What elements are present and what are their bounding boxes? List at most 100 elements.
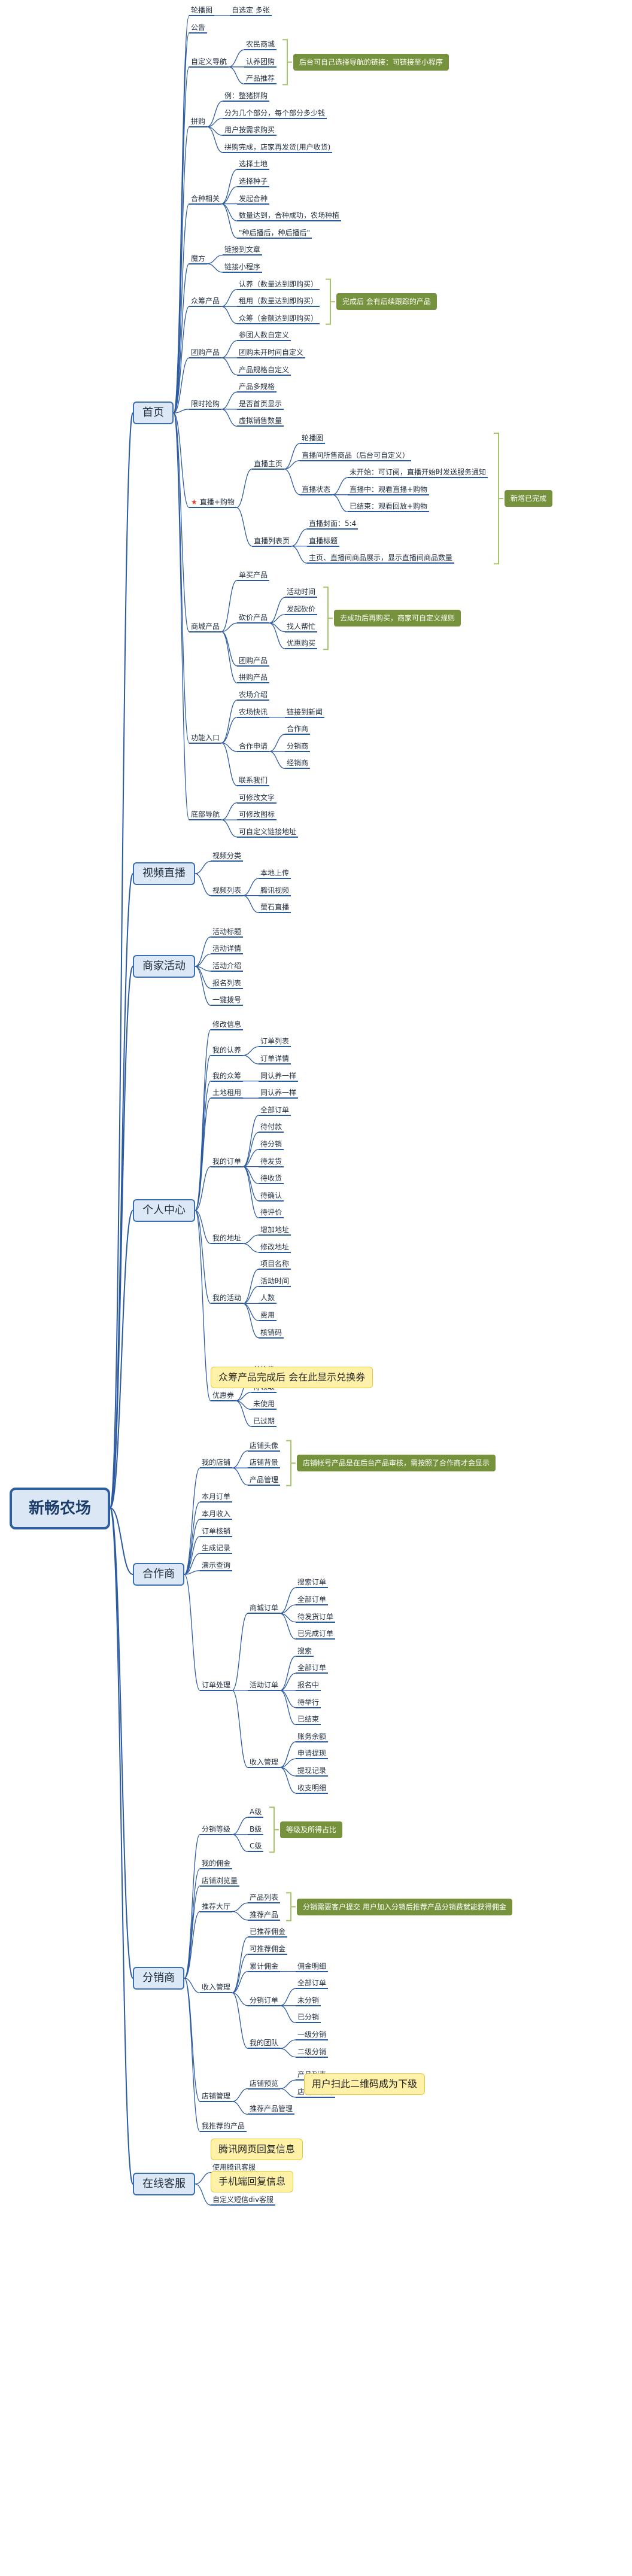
- node-h9b[interactable]: 是否首页显示: [237, 399, 284, 410]
- node-c7b1[interactable]: 搜索: [296, 1646, 314, 1657]
- node-p7c[interactable]: 人数: [259, 1293, 277, 1304]
- node-p7[interactable]: 我的活动: [211, 1293, 244, 1304]
- node-video[interactable]: 视频直播: [133, 862, 195, 885]
- node-h5d[interactable]: 数量达到，合种成功，农场种植: [237, 211, 342, 222]
- node-v2c[interactable]: 萤石直播: [259, 902, 291, 914]
- node-m3[interactable]: 活动介绍: [211, 961, 244, 972]
- node-h11b3[interactable]: 找人帮忙: [285, 622, 318, 632]
- node-c7a3[interactable]: 待发货订单: [296, 1612, 336, 1623]
- node-d5d3[interactable]: 已分销: [296, 2012, 321, 2024]
- node-p2b[interactable]: 订单详情: [259, 1054, 291, 1065]
- node-p3a[interactable]: 同认养一样: [259, 1071, 299, 1082]
- node-h12b[interactable]: 农场快讯: [237, 707, 270, 718]
- node-m1[interactable]: 活动标题: [211, 927, 244, 938]
- node-h4c[interactable]: 用户按需求购买: [223, 125, 277, 136]
- node-d4[interactable]: 推荐大厅: [200, 1902, 233, 1912]
- node-h11a[interactable]: 单买产品: [237, 570, 270, 581]
- node-h12c1[interactable]: 合作商: [285, 724, 311, 735]
- node-c7c2[interactable]: 申请提现: [296, 1748, 329, 1760]
- node-h10a2[interactable]: 直播间所售商品（后台可自定义）: [300, 451, 412, 461]
- node-d1c[interactable]: C级: [248, 1841, 264, 1853]
- node-v2a[interactable]: 本地上传: [259, 868, 291, 879]
- node-d5e[interactable]: 我的团队: [248, 2038, 281, 2049]
- node-p5d[interactable]: 待发货: [259, 1157, 284, 1167]
- node-h2[interactable]: 公告: [189, 23, 208, 34]
- root-node[interactable]: 新畅农场: [10, 1488, 111, 1529]
- node-d5b[interactable]: 可推荐佣金: [248, 1944, 288, 1955]
- node-p5a[interactable]: 全部订单: [259, 1105, 291, 1116]
- node-p8c[interactable]: 未使用: [251, 1399, 277, 1410]
- node-h11d[interactable]: 拼购产品: [237, 673, 270, 684]
- node-d5a[interactable]: 已推荐佣金: [248, 1927, 288, 1938]
- node-h10a[interactable]: 直播主页: [252, 459, 285, 470]
- node-h12b1[interactable]: 链接到新闻: [285, 707, 325, 718]
- node-d5c1[interactable]: 佣金明细: [296, 1961, 329, 1972]
- node-h9[interactable]: 限时抢购: [189, 399, 222, 410]
- node-h5c[interactable]: 发起合种: [237, 194, 270, 205]
- node-h9a[interactable]: 产品多规格: [237, 382, 277, 393]
- node-m2[interactable]: 活动详情: [211, 944, 244, 955]
- node-h6b[interactable]: 链接小程序: [223, 262, 263, 273]
- node-c1b[interactable]: 店铺背景: [248, 1458, 281, 1469]
- node-c7a2[interactable]: 全部订单: [296, 1595, 329, 1605]
- node-d1[interactable]: 分销等级: [200, 1824, 233, 1835]
- node-p1[interactable]: 修改信息: [211, 1020, 244, 1030]
- node-d6b[interactable]: 推荐产品管理: [248, 2104, 295, 2115]
- node-s2[interactable]: 自定义短信div客服: [211, 2195, 276, 2206]
- node-h11c[interactable]: 团购产品: [237, 656, 270, 667]
- node-home[interactable]: 首页: [133, 402, 174, 425]
- node-c7b5[interactable]: 已结束: [296, 1714, 321, 1726]
- node-h11b[interactable]: 砍价产品: [237, 613, 270, 624]
- node-p4[interactable]: 土地租用: [211, 1088, 244, 1099]
- node-h12d[interactable]: 联系我们: [237, 775, 270, 786]
- node-h10b2[interactable]: 直播标题: [307, 536, 340, 547]
- node-h12c3[interactable]: 经销商: [285, 758, 311, 770]
- node-d2[interactable]: 我的佣金: [200, 1859, 233, 1869]
- node-h10a3c[interactable]: 已结束：观看回放+购物: [348, 501, 430, 513]
- node-h8[interactable]: 团购产品: [189, 348, 222, 358]
- node-d4b[interactable]: 推荐产品: [248, 1910, 281, 1921]
- node-p3[interactable]: 我的众筹: [211, 1071, 244, 1082]
- node-dist[interactable]: 分销商: [133, 1966, 184, 1990]
- node-h13b[interactable]: 可修改图标: [237, 810, 277, 821]
- node-h4[interactable]: 拼购: [189, 117, 208, 127]
- node-c1c[interactable]: 产品管理: [248, 1475, 281, 1486]
- node-c7a4[interactable]: 已完成订单: [296, 1629, 336, 1640]
- node-h10[interactable]: ★直播+购物: [189, 497, 236, 509]
- node-p5[interactable]: 我的订单: [211, 1157, 244, 1167]
- node-d5d[interactable]: 分销订单: [248, 1996, 281, 2006]
- node-d5[interactable]: 收入管理: [200, 1982, 233, 1994]
- node-p7b[interactable]: 活动时间: [259, 1276, 291, 1287]
- node-h4d[interactable]: 拼购完成，店家再发货(用户收货): [223, 142, 333, 153]
- node-h3a[interactable]: 农民商城: [244, 39, 277, 51]
- node-d4a[interactable]: 产品列表: [248, 1893, 281, 1904]
- node-h3c[interactable]: 产品推荐: [244, 74, 277, 85]
- node-h9c[interactable]: 虚拟销售数量: [237, 416, 284, 427]
- node-c7c3[interactable]: 提现记录: [296, 1766, 329, 1777]
- node-c7a[interactable]: 商城订单: [248, 1603, 281, 1614]
- node-d5d2[interactable]: 未分销: [296, 1996, 321, 2006]
- node-h3[interactable]: 自定义导航: [189, 57, 229, 68]
- node-h7c[interactable]: 众筹（金额达到即购买）: [237, 314, 320, 324]
- node-h8b[interactable]: 团购未开时间自定义: [237, 348, 306, 358]
- node-h7[interactable]: 众筹产品: [189, 296, 222, 308]
- node-d1a[interactable]: A级: [248, 1807, 264, 1818]
- node-h11b1[interactable]: 活动时间: [285, 587, 318, 598]
- node-service[interactable]: 在线客服: [133, 2172, 195, 2195]
- node-d5c[interactable]: 累计佣金: [248, 1961, 281, 1972]
- node-h10a3[interactable]: 直播状态: [300, 485, 333, 495]
- node-h1[interactable]: 轮播图: [189, 5, 215, 16]
- node-c7b[interactable]: 活动订单: [248, 1680, 281, 1691]
- node-p5g[interactable]: 待评价: [259, 1208, 284, 1219]
- node-h12a[interactable]: 农场介绍: [237, 690, 270, 701]
- node-c6[interactable]: 演示查询: [200, 1561, 233, 1571]
- node-v2b[interactable]: 腾讯视频: [259, 886, 291, 896]
- node-d7[interactable]: 我推荐的产品: [200, 2121, 247, 2132]
- node-c7b3[interactable]: 报名中: [296, 1680, 321, 1691]
- node-c7c[interactable]: 收入管理: [248, 1757, 281, 1768]
- node-h10b3[interactable]: 主页、直播间商品展示，显示直播间商品数量: [307, 553, 455, 564]
- node-c1[interactable]: 我的店铺: [200, 1458, 233, 1469]
- node-h10a3b[interactable]: 直播中：观看直播+购物: [348, 485, 430, 495]
- node-h5[interactable]: 合种相关: [189, 194, 222, 205]
- node-c2[interactable]: 本月订单: [200, 1492, 233, 1503]
